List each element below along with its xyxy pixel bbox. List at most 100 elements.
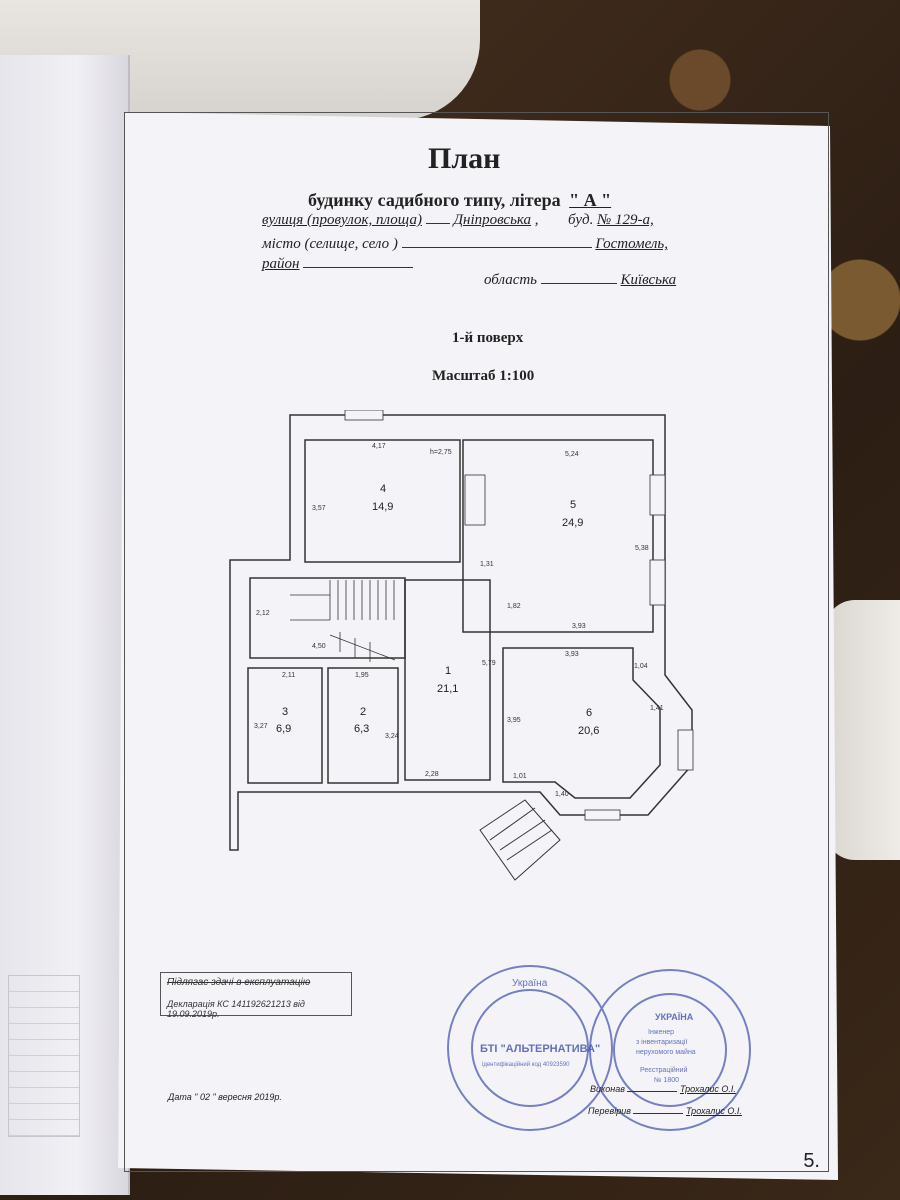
outer-wall bbox=[229, 414, 693, 851]
document-frame bbox=[124, 112, 829, 1172]
dim-1-04: 1,04 bbox=[634, 663, 648, 670]
room-1-outline bbox=[404, 579, 491, 781]
document-title: План bbox=[428, 142, 501, 175]
room-5-area: 24,9 bbox=[562, 517, 583, 529]
room-3-outline bbox=[247, 667, 323, 784]
seals: Україна БТІ "АЛЬТЕРНАТИВА" ідентифікацій… bbox=[447, 965, 751, 1131]
dim-5-24: 5,24 bbox=[565, 451, 579, 458]
window-right-1 bbox=[649, 474, 666, 516]
district-row: район bbox=[262, 256, 414, 273]
made-by-row: Виконав Трохалис О.І. bbox=[590, 1084, 736, 1094]
date-text: Дата " 02 " вересня 2019р. bbox=[168, 1092, 282, 1102]
seal-2-line-4: Реєстраційний bbox=[640, 1066, 688, 1074]
window-bottom bbox=[584, 809, 621, 821]
room-2-area: 6,3 bbox=[354, 723, 369, 735]
dim-1-82: 1,82 bbox=[507, 603, 521, 610]
left-page-table bbox=[8, 975, 80, 1137]
dim-1-41: 1,41 bbox=[650, 705, 664, 712]
room-5-outline bbox=[462, 439, 654, 633]
dim-1-40: 1,40 bbox=[555, 791, 569, 798]
floor-plan: 4,17 h=2,75 5,24 3,57 5,38 1,31 1,82 3,9… bbox=[229, 410, 694, 881]
stair-outline bbox=[249, 577, 406, 659]
dim-2-11: 2,11 bbox=[282, 672, 295, 679]
room-3-area: 6,9 bbox=[276, 723, 291, 735]
left-page bbox=[0, 55, 130, 1195]
room-4-area: 14,9 bbox=[372, 501, 393, 513]
building-label: буд. bbox=[568, 212, 594, 228]
dim-4-50: 4,50 bbox=[312, 643, 326, 650]
seal-1-inner bbox=[471, 989, 589, 1107]
stairs bbox=[290, 580, 396, 662]
dim-3-93-a: 3,93 bbox=[572, 623, 586, 630]
building-value: № 129-а, bbox=[597, 212, 654, 228]
dim-h-2-75: h=2,75 bbox=[430, 449, 452, 456]
checked-by-name: Трохалис О.І. bbox=[685, 1106, 742, 1116]
checked-by-label: Перевірив bbox=[588, 1106, 631, 1116]
subtitle-text: будинку садибного типу, літера bbox=[308, 190, 561, 210]
region-value: Київська bbox=[620, 272, 677, 288]
room-6-area: 20,6 bbox=[578, 725, 599, 737]
stove bbox=[464, 474, 486, 526]
dim-5-79: 5,79 bbox=[482, 660, 496, 667]
page-number: 5. bbox=[803, 1150, 820, 1172]
seal-2-inner bbox=[613, 993, 727, 1107]
window-right-2 bbox=[649, 559, 666, 606]
crossed-text: Підлягає здачі в експлуатацію bbox=[167, 977, 311, 988]
dim-3-24: 3,24 bbox=[385, 733, 399, 740]
room-5-number: 5 bbox=[570, 499, 576, 511]
window-top bbox=[344, 410, 384, 421]
dim-1-01: 1,01 bbox=[513, 773, 527, 780]
document-subtitle: будинку садибного типу, літера " А " bbox=[308, 190, 611, 211]
seal-2-line-2: з інвентаризації bbox=[636, 1038, 687, 1046]
room-1-number: 1 bbox=[445, 665, 451, 677]
seal-2-line-3: нерухомого майна bbox=[636, 1048, 696, 1056]
city-value: Гостомель, bbox=[595, 236, 668, 252]
seal-2-line-5: № 1800 bbox=[654, 1077, 679, 1084]
room-3-number: 3 bbox=[282, 706, 288, 718]
dim-4-17: 4,17 bbox=[372, 443, 386, 450]
background-chair-back bbox=[825, 600, 900, 860]
seal-1-center-text: БТІ "АЛЬТЕРНАТИВА" bbox=[480, 1043, 600, 1055]
street-row: вулиця (провулок, площа) Дніпровська , б… bbox=[262, 212, 654, 228]
window-right-3 bbox=[677, 729, 694, 771]
declaration-text: Декларація КС 141192621213 від 19.09.201… bbox=[167, 999, 305, 1019]
seal-2-outer bbox=[589, 969, 751, 1131]
declaration-box: Підлягає здачі в експлуатацію Декларація… bbox=[160, 972, 352, 1019]
room-6-outline bbox=[502, 647, 661, 799]
made-by-name: Трохалис О.І. bbox=[679, 1084, 736, 1094]
region-label: область bbox=[484, 272, 538, 288]
city-label: місто (селище, село ) bbox=[262, 236, 398, 252]
street-value: Дніпровська bbox=[453, 212, 532, 228]
seal-1-code-text: ідентифікаційний код 40923590 bbox=[482, 1061, 570, 1068]
room-2-outline bbox=[327, 667, 399, 784]
room-2-number: 2 bbox=[360, 706, 366, 718]
dim-1-95: 1,95 bbox=[355, 672, 369, 679]
dim-3-57: 3,57 bbox=[312, 505, 326, 512]
dim-2-28: 2,28 bbox=[425, 771, 439, 778]
room-4-number: 4 bbox=[380, 483, 386, 495]
scale-label: Масштаб 1:100 bbox=[432, 368, 535, 384]
floor-label: 1-й поверх bbox=[452, 330, 524, 346]
dim-1-31: 1,31 bbox=[480, 561, 494, 568]
street-label: вулиця (провулок, площа) bbox=[262, 212, 422, 228]
porch-steps bbox=[479, 799, 561, 881]
dim-3-93-b: 3,93 bbox=[565, 651, 579, 658]
dim-2-12: 2,12 bbox=[256, 610, 270, 617]
district-label: район bbox=[262, 256, 300, 272]
seal-2-line-1: Інженер bbox=[648, 1029, 674, 1036]
region-row: область Київська bbox=[484, 272, 676, 289]
dim-5-38: 5,38 bbox=[635, 545, 649, 552]
dim-3-95: 3,95 bbox=[507, 717, 521, 724]
room-6-number: 6 bbox=[586, 707, 592, 719]
letter-value: " А " bbox=[569, 190, 612, 210]
city-row: місто (селище, село ) Гостомель, bbox=[262, 236, 668, 253]
room-4-outline bbox=[304, 439, 461, 563]
room-1-area: 21,1 bbox=[437, 683, 458, 695]
seal-2-top-text: УКРАЇНА bbox=[655, 1012, 694, 1022]
made-by-label: Виконав bbox=[590, 1084, 625, 1094]
document-sheet bbox=[118, 112, 838, 1180]
seal-1-outer bbox=[447, 965, 613, 1131]
seal-1-top-text: Україна bbox=[512, 978, 548, 989]
checked-by-row: Перевірив Трохалис О.І. bbox=[588, 1106, 742, 1116]
dim-3-27: 3,27 bbox=[254, 723, 268, 730]
